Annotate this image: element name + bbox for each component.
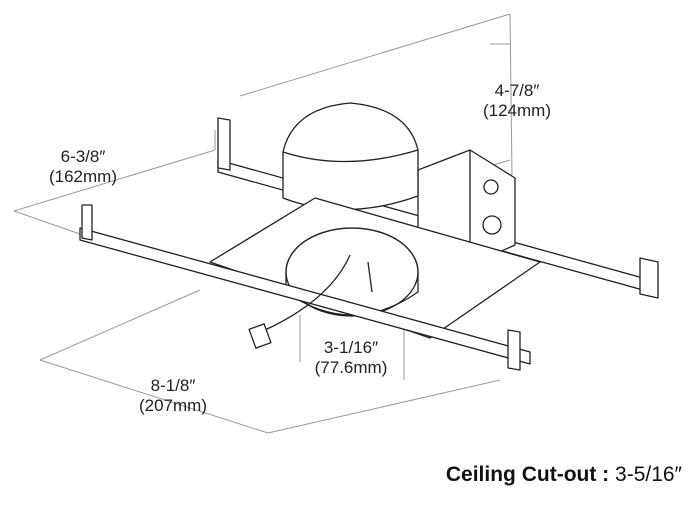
- bracket-tab: [639, 257, 659, 299]
- dimension-height-imperial: 4-7/8″: [494, 81, 540, 100]
- wire: [264, 254, 351, 331]
- front-mounting-bar: [79, 227, 531, 365]
- thermal-can: [282, 102, 419, 211]
- knockout-icon: [482, 215, 502, 235]
- dimension-height-metric: (124mm): [482, 101, 551, 120]
- dimension-aperture-imperial: 3-1/16″: [323, 338, 379, 357]
- housing-outline: [79, 102, 659, 371]
- dimension-length-imperial: 8-1/8″: [150, 376, 196, 395]
- ceiling-cutout-caption: Ceiling Cut-out : 3-5/16″: [446, 463, 682, 487]
- dimension-aperture: 3-1/16″ (77.6mm): [296, 338, 406, 378]
- dimension-lines: [13, 13, 513, 434]
- dimension-height: 4-7/8″ (124mm): [462, 81, 572, 121]
- connector-icon: [248, 323, 272, 349]
- dimension-aperture-metric: (77.6mm): [314, 358, 388, 377]
- bracket-tab: [217, 117, 231, 171]
- ceiling-cutout-label: Ceiling Cut-out :: [445, 463, 610, 486]
- bracket-tab: [81, 204, 93, 241]
- knockout-icon: [483, 179, 499, 195]
- ceiling-cutout-value: 3-5/16″: [615, 463, 682, 486]
- dimension-width: 6-3/8″ (162mm): [28, 147, 138, 187]
- dimension-length: 8-1/8″ (207mm): [118, 376, 228, 416]
- dimension-width-imperial: 6-3/8″: [60, 147, 106, 166]
- dimension-length-metric: (207mm): [138, 396, 207, 415]
- bracket-tab: [507, 329, 521, 371]
- dimension-width-metric: (162mm): [48, 167, 117, 186]
